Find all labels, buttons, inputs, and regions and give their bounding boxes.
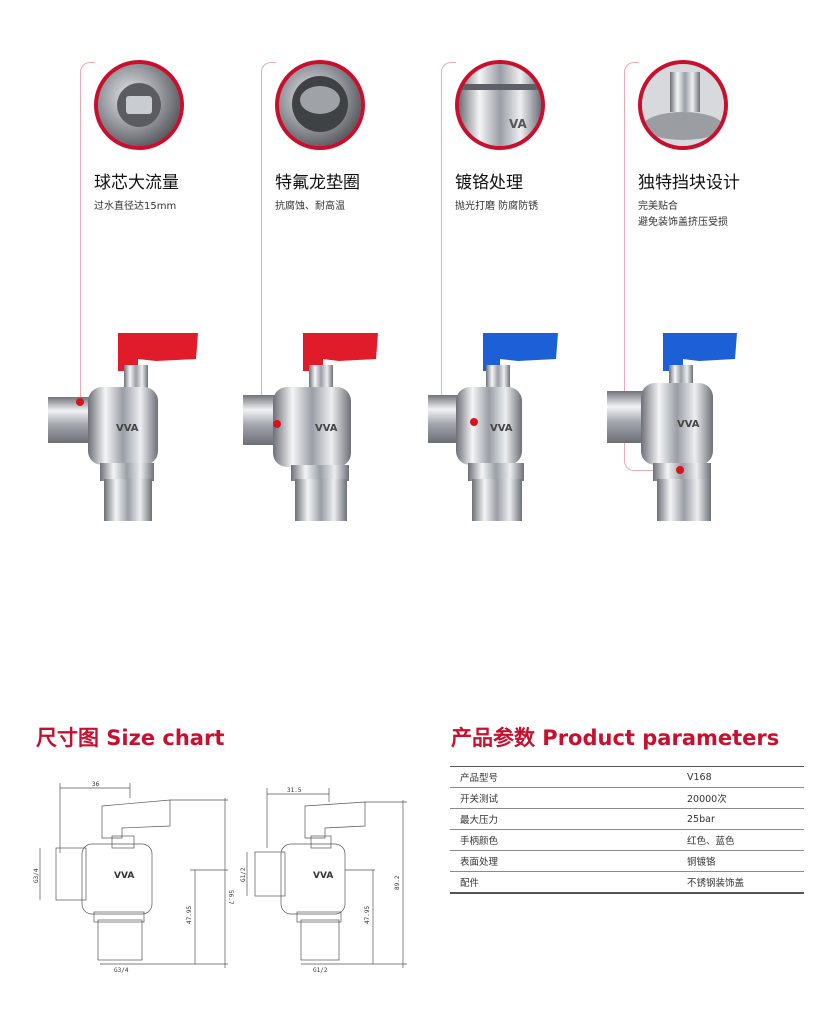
dim-left-a: G3/4 (33, 868, 40, 883)
guide-line-1 (80, 62, 95, 403)
guide-line-2 (261, 62, 276, 423)
dim-top-a: 36 (92, 781, 100, 788)
dim-height-a: 56.7 (227, 890, 234, 905)
feature-4: 独特挡块设计 完美贴合避免装饰盖挤压受损 (624, 60, 804, 231)
feature-desc: 抛光打磨 防腐防锈 (455, 201, 539, 212)
feature-title: 独特挡块设计 (638, 173, 740, 193)
size-diagram-b: 31.5 G1/2 89.2 47.95 G1/2 VVA (235, 778, 415, 982)
valve-handle (118, 333, 198, 371)
valve-blue-1: VVA (428, 325, 588, 529)
table-row: 表面处理铜镀铬 (450, 850, 804, 872)
valve-red-1: VVA (48, 325, 208, 529)
feature-2: 特氟龙垫圈 抗腐蚀、耐高温 (261, 60, 441, 215)
svg-text:VA: VA (509, 117, 527, 131)
marker-dot-2 (273, 420, 281, 428)
dim-bottom-a: G3/4 (114, 967, 129, 974)
parameters-title: 产品参数 Product parameters (451, 726, 780, 750)
valve-red-2: VVA (243, 325, 403, 529)
guide-line-3 (441, 62, 456, 423)
feature-desc: 完美贴合避免装饰盖挤压受损 (638, 201, 728, 228)
valve-blue-2: VVA (607, 325, 767, 529)
marker-dot-1 (76, 398, 84, 406)
dim-mid-b: 47.95 (364, 906, 371, 924)
dim-height-b: 89.2 (394, 875, 401, 890)
ball-core-icon (94, 60, 184, 150)
feature-title: 镀铬处理 (455, 173, 523, 193)
stopper-block-icon (638, 60, 728, 150)
brand-mark: VVA (114, 871, 134, 881)
brand-mark: VVA (116, 423, 139, 434)
valve-handle (663, 333, 737, 371)
guide-line-4 (624, 62, 639, 409)
chrome-plating-icon: VA (455, 60, 545, 150)
marker-dot-4 (676, 466, 684, 474)
brand-mark: VVA (490, 423, 513, 434)
feature-desc: 抗腐蚀、耐高温 (275, 201, 345, 212)
brand-mark: VVA (677, 419, 700, 430)
valve-handle (303, 333, 378, 371)
table-row: 配件不锈钢装饰盖 (450, 871, 804, 894)
teflon-gasket-icon (275, 60, 365, 150)
valve-handle (483, 333, 558, 371)
size-chart-title: 尺寸图 Size chart (36, 726, 225, 750)
brand-mark: VVA (313, 871, 333, 881)
dim-mid-a: 47.95 (186, 906, 193, 924)
feature-title: 特氟龙垫圈 (275, 173, 360, 193)
dim-left-b: G1/2 (240, 867, 247, 882)
dim-bottom-b: G1/2 (313, 967, 328, 974)
marker-dot-3 (470, 418, 478, 426)
table-row: 手柄颜色红色、蓝色 (450, 829, 804, 851)
feature-3: VA 镀铬处理 抛光打磨 防腐防锈 (441, 60, 621, 215)
dim-top-b: 31.5 (287, 787, 302, 794)
feature-title: 球芯大流量 (94, 173, 179, 193)
size-diagram-a: 36 G3/4 56.7 47.95 G3/4 VVA (30, 778, 240, 982)
feature-1: 球芯大流量 过水直径达15mm (80, 60, 260, 215)
feature-desc: 过水直径达15mm (94, 201, 177, 212)
brand-mark: VVA (315, 423, 338, 434)
